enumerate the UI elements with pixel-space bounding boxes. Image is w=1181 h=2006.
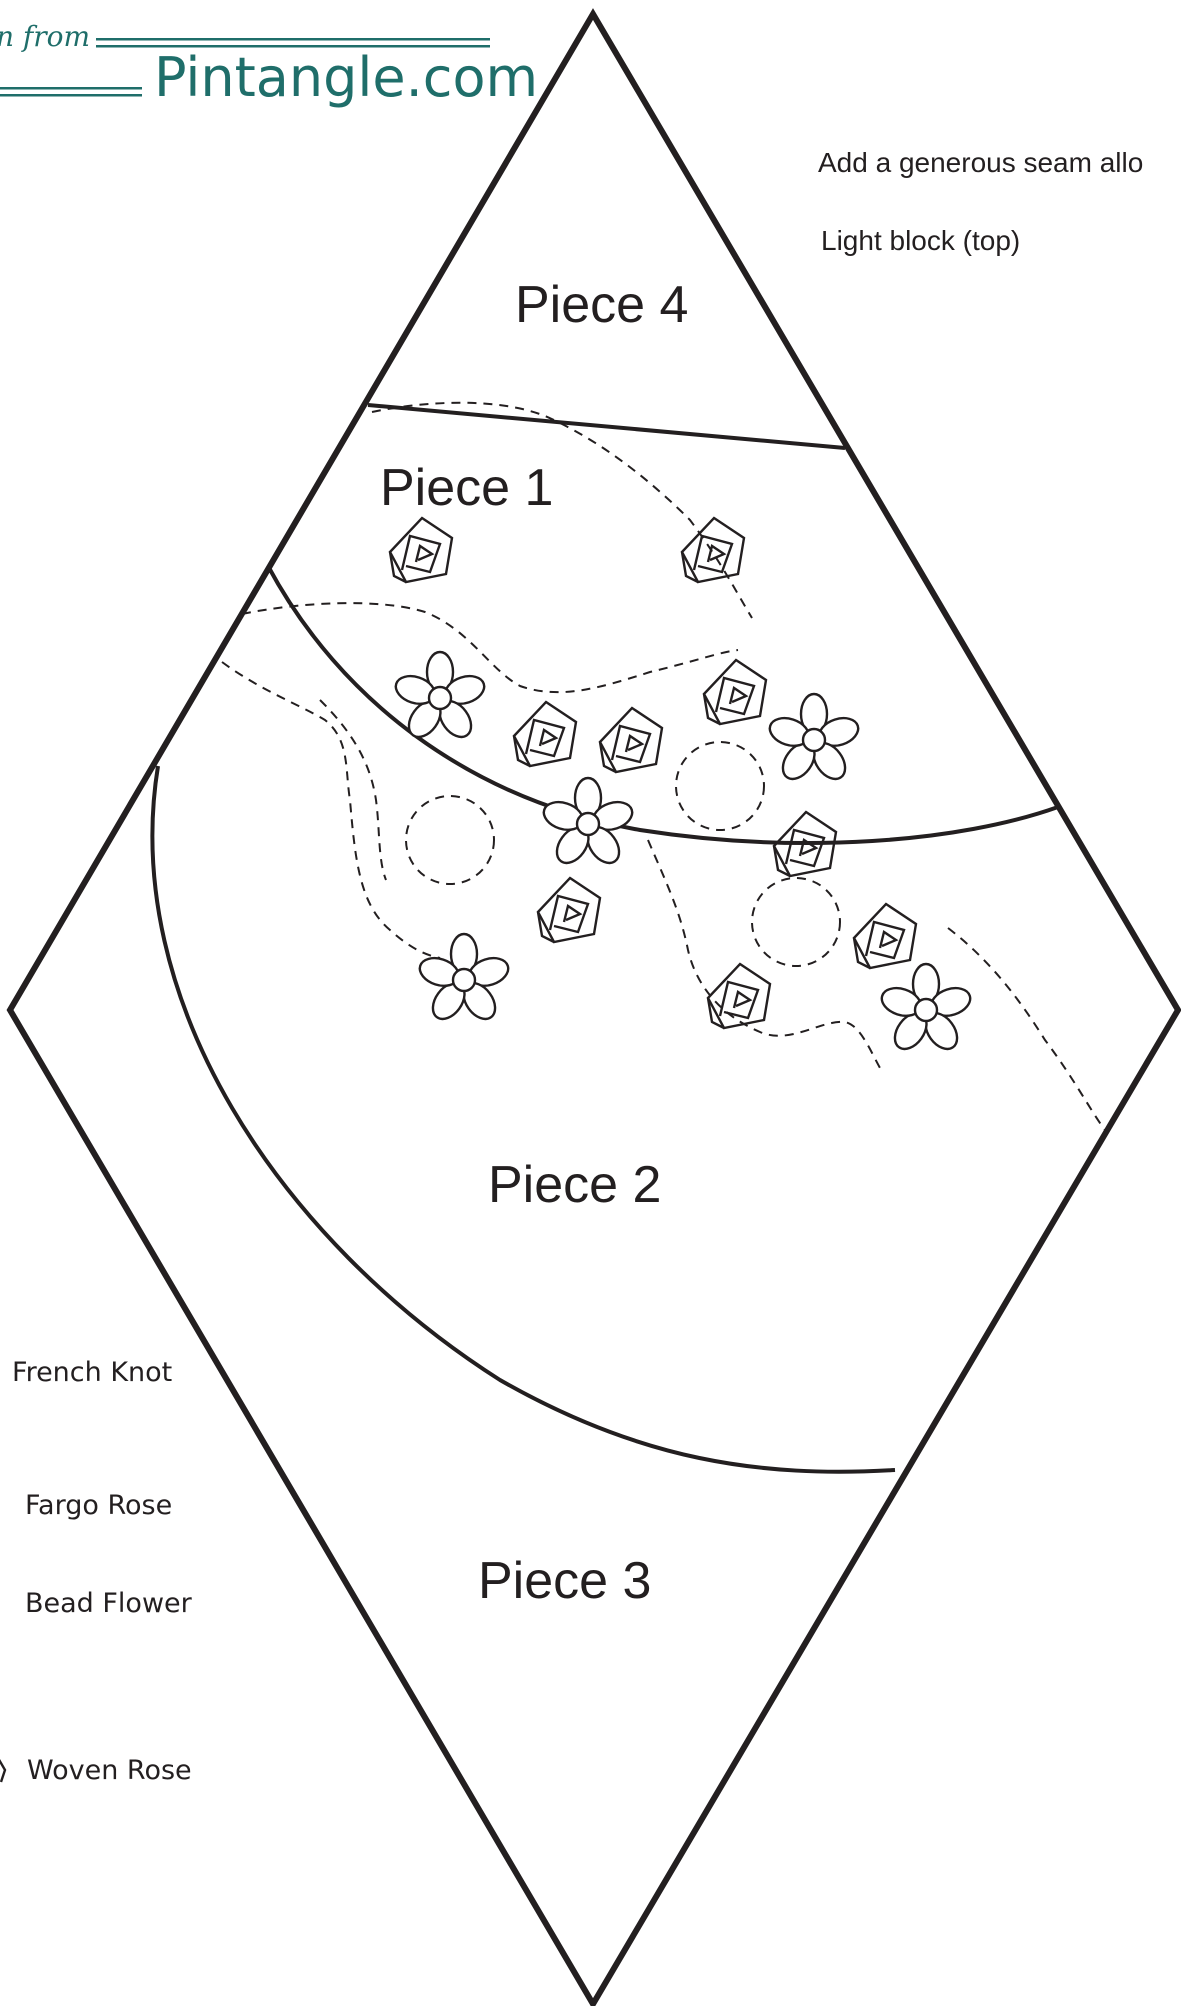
piece-1-label: Piece 1 [380,459,553,517]
piece-3-label: Piece 3 [478,1552,651,1610]
bead-flower-icon [415,932,513,1027]
woven-rose-icon [702,658,768,726]
legend-bead-flower: Bead Flower [25,1588,193,1619]
piece-2-label: Piece 2 [488,1156,661,1214]
bead-flower-icon [765,692,863,787]
brand-rule-bottom [0,87,142,90]
bead-flower-icon [539,776,637,871]
brand-header: n from Pintangle.com [0,20,538,109]
piece-4-label: Piece 4 [515,276,688,334]
seam-allowance-note: Add a generous seam allo [818,147,1143,178]
woven-rose-icon [536,876,602,944]
fargo-rose-icon [675,741,765,831]
brand-rule-top-2 [96,45,490,48]
seam-line-piece4-piece1 [367,403,846,450]
fargo-rose-icon [405,795,495,885]
woven-rose-legend-icon [0,1759,7,1783]
stitch-legend: French Knot Fargo Rose Bead Flower Woven… [0,1357,193,1786]
seam-line-piece2-piece3 [150,765,896,1474]
woven-rose-icon [598,706,664,774]
brand-rule-top [96,38,490,41]
woven-rose-icon [680,516,746,584]
woven-rose-icon [852,902,918,970]
brand-script-text: n from [0,20,90,53]
seam-line-piece1-piece2 [266,565,1059,845]
block-note: Light block (top) [821,225,1020,256]
brand-rule-bottom-2 [0,94,142,97]
legend-woven-rose: Woven Rose [27,1755,192,1786]
diamond-outline [6,8,1181,2006]
embroidery-guide-lines [221,401,1106,1131]
legend-fargo-rose: Fargo Rose [25,1490,172,1521]
fargo-rose-icon [751,877,841,967]
woven-rose-icon [388,516,454,584]
brand-name[interactable]: Pintangle.com [154,46,538,109]
woven-rose-icon [512,700,578,768]
legend-french-knot: French Knot [12,1357,172,1388]
bead-flower-icon [877,962,975,1057]
woven-rose-icon [706,962,772,1030]
